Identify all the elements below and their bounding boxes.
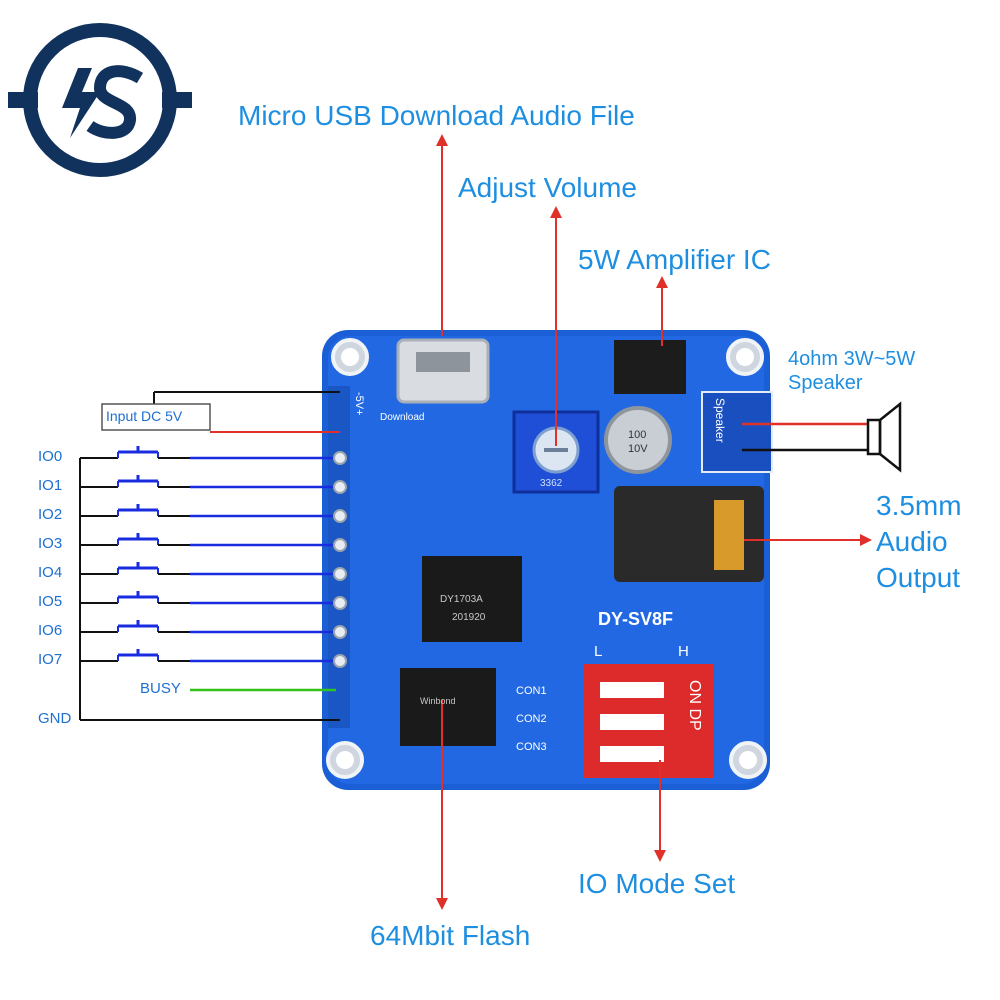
io-pin-label: IO0 [38, 448, 63, 465]
con-label-3: CON3 [516, 741, 547, 753]
flash-chip [400, 668, 496, 746]
io-mode-callout: IO Mode Set [578, 868, 736, 899]
io-button-row [80, 649, 347, 668]
io-wiring [79, 458, 340, 721]
speaker-terminal [701, 391, 773, 473]
capacitor [604, 406, 672, 474]
speaker-spec-line2: Speaker [788, 372, 863, 394]
dip-low-silk: L [594, 643, 602, 660]
gnd-label: GND [38, 710, 72, 727]
io-button-row [80, 475, 347, 494]
capacitor-marking-2: 10V [628, 443, 648, 455]
pot-marking: 3362 [540, 478, 563, 489]
pcb-board [322, 330, 773, 790]
flash-callout: 64Mbit Flash [370, 920, 531, 951]
audio-out-line1: 3.5mm [876, 490, 962, 521]
con-label-1: CON1 [516, 685, 547, 697]
chip-marking-1: DY1703A [440, 594, 483, 605]
decoder-chip [422, 556, 522, 642]
download-silk: Download [380, 412, 424, 423]
io-button-row [80, 562, 347, 581]
io-pin-label: IO1 [38, 477, 63, 494]
board-silkscreen: DY-SV8F L H -5V+ Download Speaker DY1703… [353, 392, 727, 766]
chip-marking-2: 201920 [452, 612, 486, 623]
usb-callout: Micro USB Download Audio File [238, 100, 635, 131]
dip-on-silk: ON DP [686, 680, 703, 731]
io-button-row [80, 504, 347, 523]
busy-label: BUSY [140, 680, 181, 697]
con-label-2: CON2 [516, 713, 547, 725]
amplifier-chip [614, 340, 686, 394]
volume-callout: Adjust Volume [458, 172, 637, 203]
power-label-box [101, 403, 211, 431]
io-button-row [80, 446, 347, 465]
speaker-spec-line1: 4ohm 3W~5W [788, 348, 916, 370]
amplifier-callout: 5W Amplifier IC [578, 244, 771, 275]
io-button-row [80, 620, 347, 639]
audio-out-line3: Output [876, 562, 961, 593]
power-label: Input DC 5V [106, 408, 183, 424]
speaker-icon [742, 401, 902, 473]
dip-high-silk: H [678, 643, 689, 660]
power-wires [101, 391, 340, 433]
io-button-rows [80, 446, 347, 668]
capacitor-marking-1: 100 [628, 429, 646, 441]
audio-out-line2: Audio [876, 526, 948, 557]
io-pin-label: IO5 [38, 593, 63, 610]
header-pins [328, 386, 350, 728]
speaker-silk: Speaker [713, 398, 727, 443]
io-pin-label: IO2 [38, 506, 63, 523]
io-pin-label: IO7 [38, 651, 63, 668]
flash-marking: Winbond [420, 696, 456, 706]
io-button-row [80, 533, 347, 552]
dip-number-2: 2 [608, 714, 618, 734]
model-silk: DY-SV8F [598, 609, 673, 629]
io-pin-label: IO4 [38, 564, 63, 581]
brand-logo [8, 23, 192, 177]
io-button-row [80, 591, 347, 610]
dip-number-3: 3 [608, 746, 618, 766]
power-silk: -5V+ [353, 392, 365, 416]
dip-number-1: 1 [608, 682, 618, 702]
io-pin-label: IO6 [38, 622, 63, 639]
io-pin-label: IO3 [38, 535, 63, 552]
callout-arrows [436, 134, 872, 910]
